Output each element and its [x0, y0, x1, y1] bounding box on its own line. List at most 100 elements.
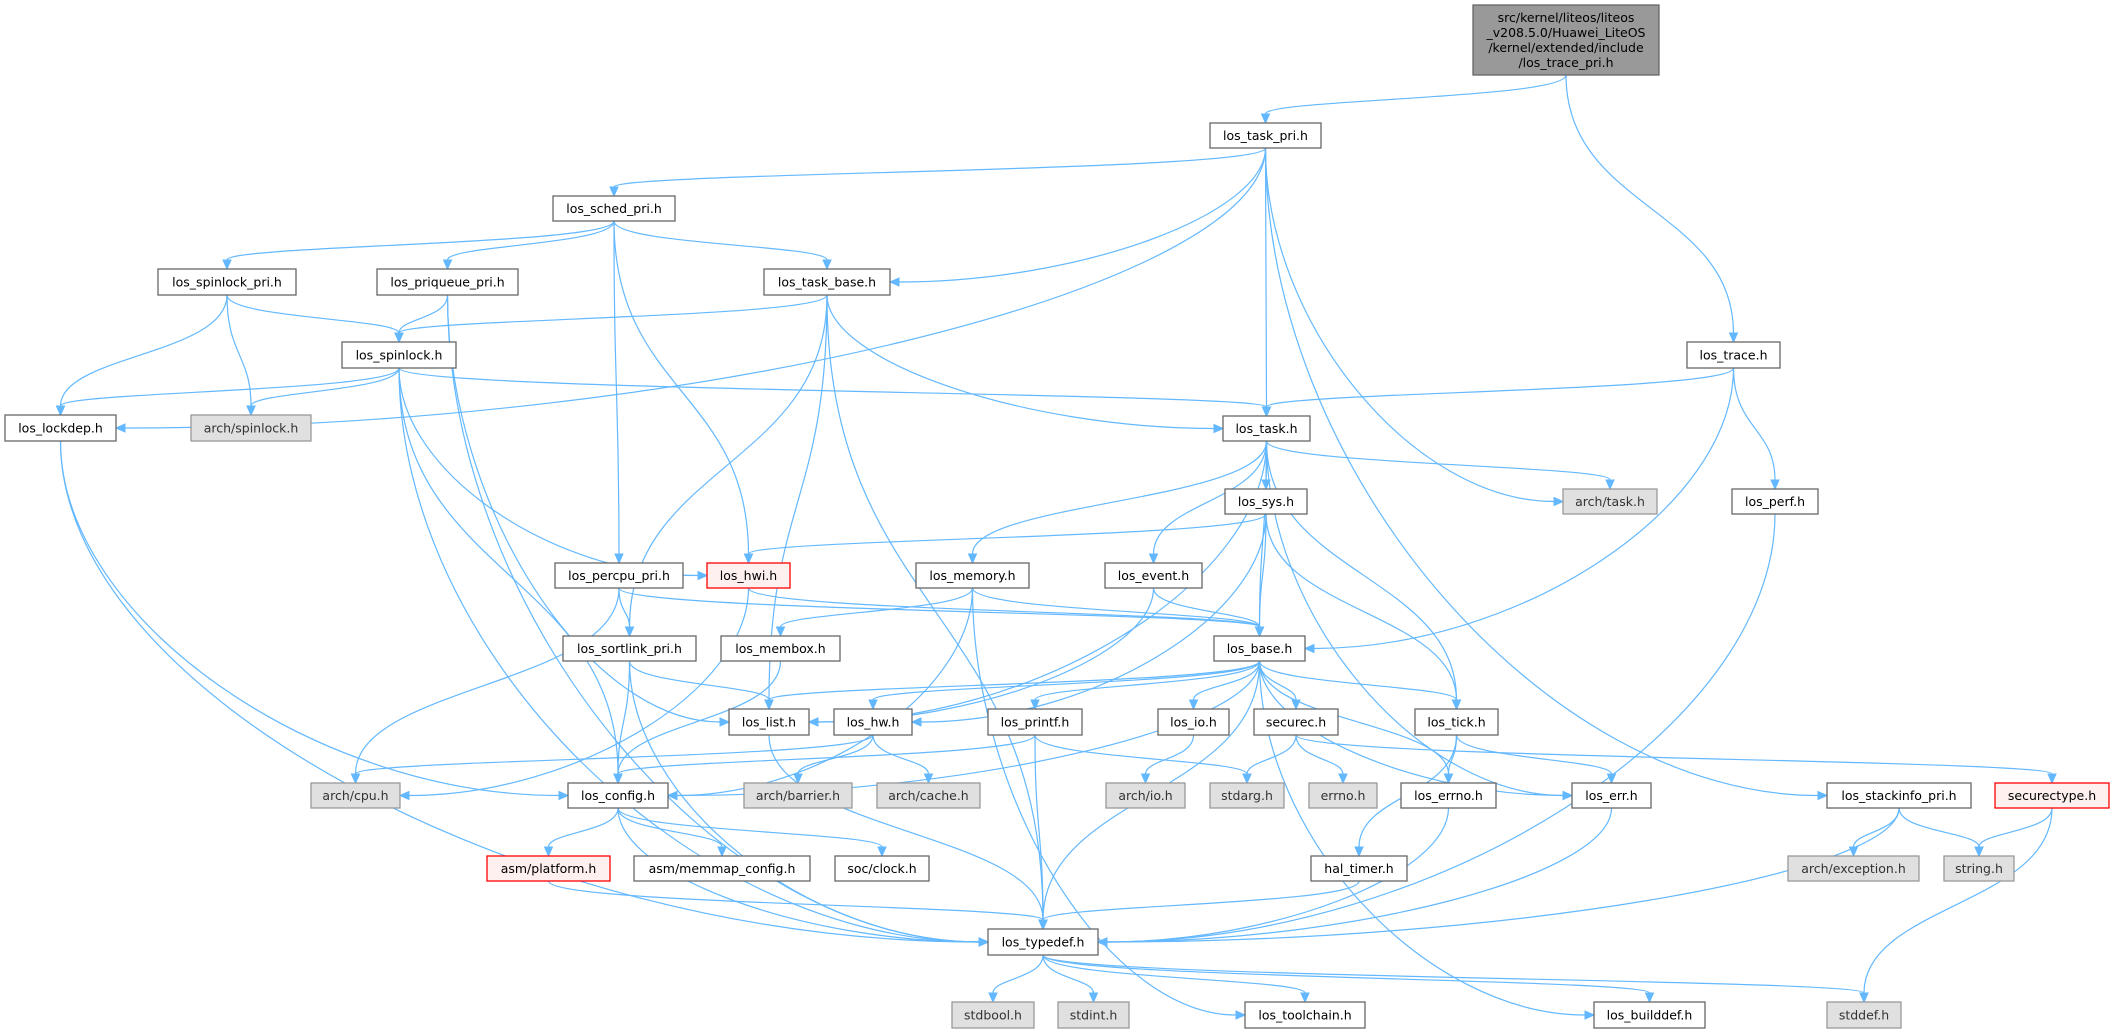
- edge-los-config-h-to-los-typedef-h: [617, 807, 990, 947]
- node-los-list-h[interactable]: los_list.h: [728, 708, 810, 736]
- edge-los-typedef-h-to-stdbool-h: [988, 954, 1044, 1004]
- node-los-sortlink-pri-h[interactable]: los_sortlink_pri.h: [562, 635, 697, 662]
- node-box: [1104, 562, 1203, 589]
- node-los-event-h[interactable]: los_event.h: [1104, 562, 1203, 589]
- node-los-lockdep-h[interactable]: los_lockdep.h: [4, 414, 117, 442]
- edge-los-priqueue-pri-h-to-los-spinlock-h: [394, 294, 449, 344]
- node-los-task-base-h[interactable]: los_task_base.h: [763, 268, 891, 296]
- node-hal-timer-h[interactable]: hal_timer.h: [1310, 855, 1408, 882]
- node-box: [1209, 122, 1322, 149]
- arrowhead-icon: [1443, 773, 1454, 785]
- edge-line: [768, 734, 1044, 921]
- node-los-sched-pri-h[interactable]: los_sched_pri.h: [552, 195, 676, 222]
- node-securec-h[interactable]: securec.h: [1253, 708, 1339, 736]
- edge-los-typedef-h-to-stdint-h: [1042, 954, 1099, 1004]
- edge-line: [628, 660, 980, 943]
- root-node-los-trace-pri-h[interactable]: src/kernel/liteos/liteos_v208.5.0/Huawei…: [1472, 4, 1660, 76]
- node-los-task-h[interactable]: los_task.h: [1222, 415, 1311, 442]
- arrowhead-icon: [246, 405, 256, 417]
- node-los-typedef-h[interactable]: los_typedef.h: [987, 928, 1099, 956]
- nodes-layer: src/kernel/liteos/liteos_v208.5.0/Huawei…: [4, 4, 2110, 1029]
- node-los-perf-h[interactable]: los_perf.h: [1731, 488, 1819, 515]
- edge-los-spinlock-pri-h-to-los-lockdep-h: [55, 294, 228, 417]
- node-los-base-h[interactable]: los_base.h: [1213, 635, 1306, 662]
- node-arch-barrier-h: arch/barrier.h: [743, 782, 853, 809]
- edge-los-stackinfo-pri-h-to-string-h: [1898, 807, 1984, 858]
- edge-los-base-h-to-los-list-h: [764, 660, 1261, 711]
- node-los-builddef-h[interactable]: los_builddef.h: [1593, 1001, 1706, 1029]
- node-label: _v208.5.0/Huawei_LiteOS: [1486, 25, 1646, 40]
- node-los-toolchain-h[interactable]: los_toolchain.h: [1244, 1001, 1366, 1029]
- node-los-trace-h[interactable]: los_trace.h: [1686, 341, 1781, 369]
- edge-line: [872, 660, 1261, 701]
- node-box: [1244, 1001, 1366, 1029]
- node-box: [1057, 1001, 1130, 1029]
- node-los-io-h[interactable]: los_io.h: [1157, 708, 1230, 736]
- edge-line: [354, 734, 874, 775]
- arrowhead-icon: [1553, 496, 1565, 507]
- arrowhead-icon: [614, 553, 624, 565]
- arrowhead-icon: [613, 773, 623, 785]
- node-label: los_trace.h: [1699, 348, 1767, 363]
- node-los-hwi-h[interactable]: los_hwi.h: [706, 562, 791, 589]
- node-los-task-pri-h[interactable]: los_task_pri.h: [1209, 122, 1322, 149]
- edge-los-task-h-to-los-base-h: [1254, 440, 1268, 638]
- node-los-spinlock-h[interactable]: los_spinlock.h: [341, 341, 457, 369]
- node-label: los_perf.h: [1745, 494, 1805, 509]
- node-los-sys-h[interactable]: los_sys.h: [1224, 488, 1308, 515]
- node-label: los_hwi.h: [720, 568, 777, 583]
- node-box: [1826, 1001, 1902, 1029]
- edge-line: [1246, 734, 1297, 775]
- node-label: soc/clock.h: [847, 861, 916, 876]
- edge-los-percpu-pri-h-to-los-base-h: [618, 587, 1265, 638]
- node-los-config-h[interactable]: los_config.h: [567, 782, 669, 809]
- edge-los-hw-h-to-arch-cache-h: [872, 734, 934, 785]
- node-box: [4, 414, 117, 442]
- node-los-tick-h[interactable]: los_tick.h: [1414, 708, 1499, 736]
- node-los-priqueue-pri-h[interactable]: los_priqueue_pri.h: [376, 268, 519, 296]
- node-box: [1253, 708, 1339, 736]
- edge-line: [59, 294, 228, 407]
- node-label: los_list.h: [742, 715, 796, 730]
- edge-line: [618, 587, 631, 628]
- edge-los-percpu-pri-h-to-arch-cpu-h: [350, 587, 620, 785]
- node-los-memory-h[interactable]: los_memory.h: [915, 562, 1030, 589]
- edge-securec-h-to-stdarg-h: [1242, 734, 1297, 785]
- edge-line: [1265, 367, 1735, 408]
- edge-line: [747, 513, 1267, 555]
- node-soc-clock-h[interactable]: soc/clock.h: [834, 855, 930, 882]
- node-label: arch/cache.h: [888, 788, 968, 803]
- edge-line: [1258, 513, 1267, 628]
- node-los-err-h[interactable]: los_err.h: [1571, 782, 1652, 809]
- node-los-percpu-pri-h[interactable]: los_percpu_pri.h: [554, 562, 684, 589]
- arrowhead-icon: [1254, 626, 1265, 638]
- edge-line: [1106, 807, 1450, 943]
- edge-line: [1152, 587, 1261, 628]
- node-label: los_hw.h: [847, 715, 900, 730]
- edge-line: [398, 367, 699, 577]
- node-asm-memmap-config-h[interactable]: asm/memmap_config.h: [633, 855, 811, 882]
- node-label: los_errno.h: [1414, 788, 1483, 803]
- node-label: los_printf.h: [1001, 715, 1070, 730]
- node-los-hw-h[interactable]: los_hw.h: [833, 708, 913, 736]
- node-securectype-h[interactable]: securectype.h: [1994, 782, 2110, 809]
- node-asm-platform-h[interactable]: asm/platform.h: [486, 855, 611, 882]
- node-los-errno-h[interactable]: los_errno.h: [1400, 782, 1497, 809]
- node-los-stackinfo-pri-h[interactable]: los_stackinfo_pri.h: [1826, 782, 1972, 809]
- edge-line: [1565, 74, 1735, 334]
- edge-line: [747, 587, 1261, 628]
- node-box: [1731, 488, 1819, 515]
- edge-line: [1732, 367, 1776, 481]
- edge-los-trace-h-to-los-task-h: [1261, 367, 1735, 418]
- arrowhead-icon: [114, 423, 126, 433]
- node-los-membox-h[interactable]: los_membox.h: [720, 635, 841, 662]
- arrowhead-icon: [1300, 992, 1310, 1004]
- edge-line: [613, 147, 1267, 188]
- arrowhead-icon: [1451, 699, 1462, 711]
- node-label: los_builddef.h: [1607, 1008, 1693, 1023]
- node-los-printf-h[interactable]: los_printf.h: [987, 708, 1083, 736]
- arrowhead-icon: [394, 332, 404, 344]
- edge-los-task-pri-h-to-los-task-base-h: [888, 147, 1267, 287]
- node-label: arch/barrier.h: [756, 788, 840, 803]
- node-los-spinlock-pri-h[interactable]: los_spinlock_pri.h: [157, 268, 297, 296]
